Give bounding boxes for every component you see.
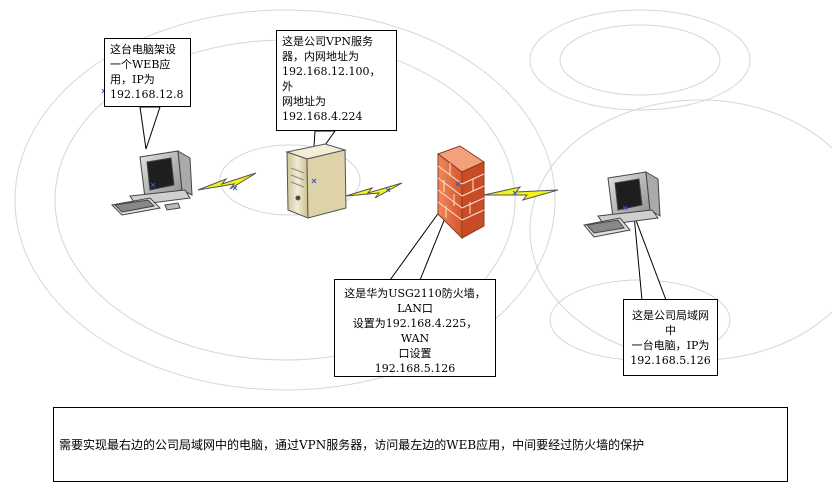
callout-line: 器，内网地址为 — [282, 50, 359, 63]
callout-line: 网地址为 — [282, 95, 326, 108]
description-box: 需要实现最右边的公司局域网中的电脑，通过VPN服务器，访问最左边的WEB应用，中… — [53, 407, 788, 482]
callout-line: 口设置 — [398, 347, 432, 360]
callout-line: 这是公司局域网中 — [632, 309, 709, 337]
callout-firewall: 这是华为USG2110防火墙， LAN口 设置为192.168.4.225，WA… — [334, 279, 496, 377]
callout-line: 192.168.5.126 — [374, 362, 456, 375]
callout-vpn-server: 这是公司VPN服务 器，内网地址为 192.168.12.100，外 网地址为 … — [276, 30, 397, 131]
callout-line: LAN口 — [397, 302, 433, 315]
callout-line: 一个WEB应 — [110, 58, 171, 71]
callout-line: 192.168.12.8 — [110, 88, 184, 101]
callout-line: 设置为192.168.4.225，WAN — [352, 317, 478, 345]
brick-firewall-icon — [436, 145, 486, 240]
callout-web-pc: 这台电脑架设 一个WEB应 用，IP为 192.168.12.8 — [104, 38, 191, 107]
callout-lan-pc: 这是公司局域网中 一台电脑，IP为 192.168.5.126 — [623, 299, 718, 376]
callout-line: 这是公司VPN服务 — [282, 35, 373, 48]
lightning-link-icon — [197, 172, 559, 201]
callout-line: 用，IP为 — [110, 73, 155, 86]
desktop-computer-icon — [110, 150, 193, 216]
callout-tails — [139, 106, 667, 301]
callout-line: 192.168.4.224 — [282, 110, 363, 123]
callout-line: 这台电脑架设 — [110, 43, 176, 56]
callout-line: 192.168.5.126 — [630, 354, 711, 367]
callout-line: 一台电脑，IP为 — [631, 339, 710, 352]
callout-line: 192.168.12.100，外 — [282, 65, 381, 93]
description-text: 需要实现最右边的公司局域网中的电脑，通过VPN服务器，访问最左边的WEB应用，中… — [59, 438, 645, 452]
callout-line: 这是华为USG2110防火墙， — [344, 287, 486, 300]
desktop-computer-icon — [583, 171, 661, 238]
server-tower-icon — [285, 143, 347, 219]
